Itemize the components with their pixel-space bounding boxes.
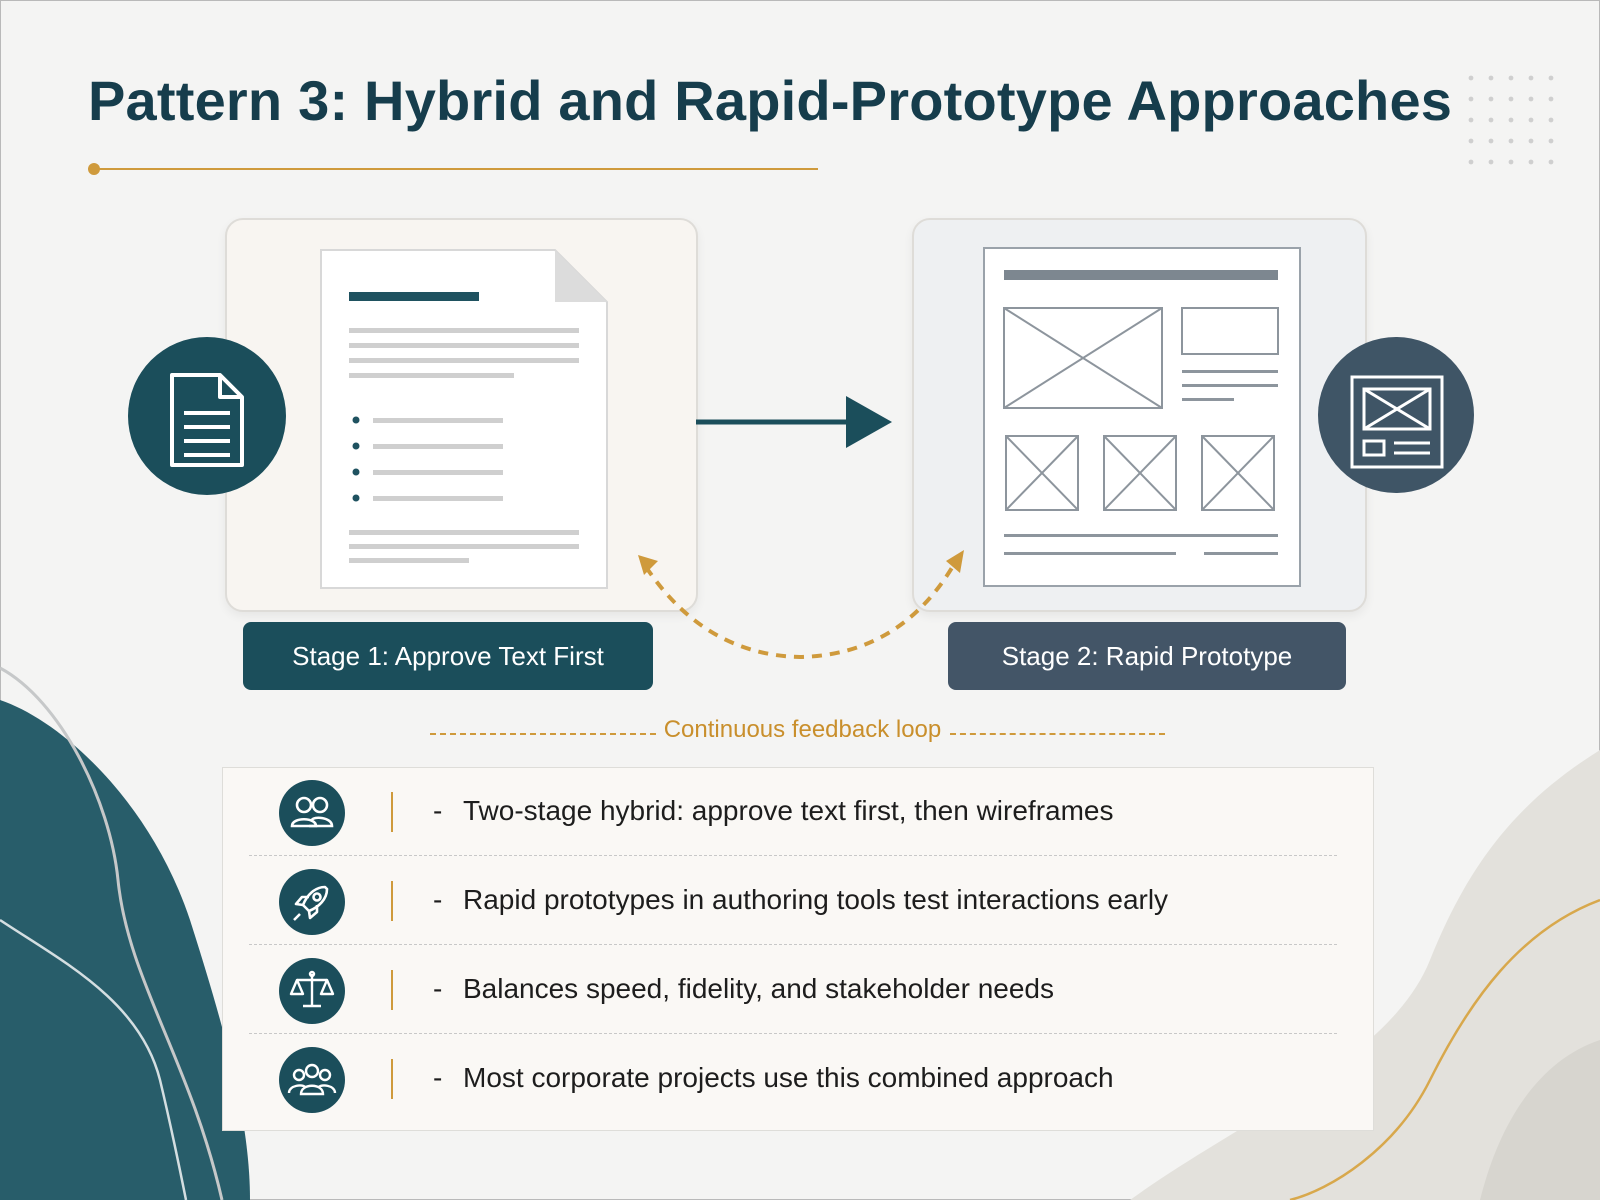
- title-underline-dot: [88, 163, 100, 175]
- white-wave-line: [0, 918, 188, 1200]
- gold-wave-line: [1289, 898, 1600, 1200]
- feedback-loop-arc: [638, 550, 964, 660]
- stage-2-label: Stage 2: Rapid Prototype: [948, 622, 1346, 690]
- text-document-illustration: [320, 249, 608, 589]
- teal-wave-shape: [0, 700, 250, 1200]
- stage-2-card: [912, 218, 1367, 612]
- wireframe-icon: [1318, 337, 1474, 493]
- bullet-text: Two-stage hybrid: approve text first, th…: [463, 795, 1114, 826]
- title-underline-line: [96, 168, 818, 170]
- bullet-dash: -: [433, 973, 443, 1004]
- bullet-dash: -: [433, 795, 443, 826]
- row-separator: [249, 944, 1337, 945]
- stage-1-label: Stage 1: Approve Text First: [243, 622, 653, 690]
- group-icon: [279, 1047, 345, 1113]
- row-separator: [249, 1033, 1337, 1034]
- bullet-item: - Rapid prototypes in authoring tools te…: [223, 857, 1373, 945]
- dot-grid-decoration: [1468, 75, 1554, 165]
- grey-wave-shape: [1130, 750, 1600, 1200]
- bullet-divider: [391, 792, 393, 832]
- people-icon: [279, 780, 345, 846]
- stage-1-card: [225, 218, 698, 612]
- bullet-text: Balances speed, fidelity, and stakeholde…: [463, 973, 1054, 1004]
- bullet-dash: -: [433, 884, 443, 915]
- bullet-dash: -: [433, 1062, 443, 1093]
- bullet-divider: [391, 1059, 393, 1099]
- caption-dash-left: [430, 733, 656, 735]
- grey-wave-shape-dark: [1480, 1040, 1600, 1200]
- bullet-item: - Two-stage hybrid: approve text first, …: [223, 768, 1373, 856]
- scales-icon: [279, 958, 345, 1024]
- document-icon: [128, 337, 286, 495]
- bullet-text: Most corporate projects use this combine…: [463, 1062, 1114, 1093]
- rocket-icon: [279, 869, 345, 935]
- bullet-item: - Balances speed, fidelity, and stakehol…: [223, 946, 1373, 1034]
- feedback-loop-caption: Continuous feedback loop: [420, 716, 1165, 748]
- row-separator: [249, 855, 1337, 856]
- stage-arrow: [696, 396, 892, 448]
- bullet-list: - Two-stage hybrid: approve text first, …: [222, 767, 1374, 1131]
- bullet-divider: [391, 881, 393, 921]
- bullet-divider: [391, 970, 393, 1010]
- caption-dash-right: [950, 733, 1165, 735]
- wireframe-illustration: [983, 247, 1301, 587]
- page-title: Pattern 3: Hybrid and Rapid-Prototype Ap…: [88, 69, 1453, 132]
- title-underline: [88, 163, 818, 175]
- bullet-text: Rapid prototypes in authoring tools test…: [463, 884, 1169, 915]
- outline-wave-line: [0, 666, 224, 1200]
- feedback-loop-text: Continuous feedback loop: [663, 716, 942, 743]
- bullet-item: - Most corporate projects use this combi…: [223, 1035, 1373, 1123]
